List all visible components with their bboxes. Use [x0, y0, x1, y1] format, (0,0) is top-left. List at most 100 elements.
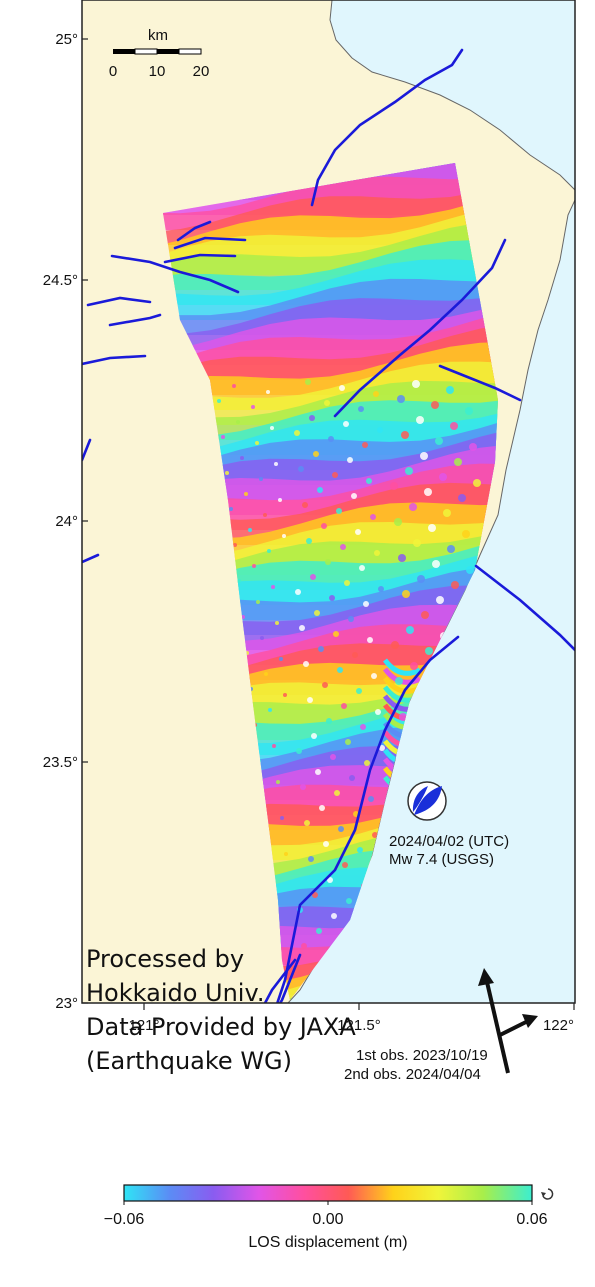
speckle: [305, 379, 311, 385]
speckle: [260, 636, 264, 640]
speckle: [432, 560, 440, 568]
speckle: [280, 816, 284, 820]
latitude-label: 23.5°: [43, 754, 78, 771]
speckle: [402, 590, 410, 598]
speckle: [351, 493, 357, 499]
speckle: [435, 437, 443, 445]
speckle: [405, 467, 413, 475]
event-magnitude: Mw 7.4 (USGS): [389, 851, 494, 868]
speckle: [367, 637, 373, 643]
speckle: [406, 626, 414, 634]
speckle: [284, 852, 288, 856]
speckle: [282, 534, 286, 538]
cycle-icon: [541, 1188, 554, 1200]
first-observation: 1st obs. 2023/10/19: [356, 1047, 488, 1064]
color-legend: −0.06 0.00 0.06 LOS displacement (m): [104, 1184, 554, 1251]
speckle: [417, 575, 425, 583]
speckle: [240, 456, 244, 460]
speckle: [399, 713, 407, 721]
speckle: [268, 708, 272, 712]
speckle: [374, 550, 380, 556]
speckle: [302, 502, 308, 508]
speckle: [318, 646, 324, 652]
latitude-label: 25°: [55, 31, 78, 48]
speckle: [356, 688, 362, 694]
speckle: [409, 503, 417, 511]
speckle: [332, 472, 338, 478]
speckle: [266, 390, 270, 394]
speckle: [344, 580, 350, 586]
speckle: [451, 581, 459, 589]
speckle: [346, 898, 352, 904]
speckle: [469, 443, 477, 451]
speckle: [362, 442, 368, 448]
speckle: [272, 744, 276, 748]
speckle: [236, 420, 240, 424]
speckle: [308, 856, 314, 862]
speckle: [401, 431, 409, 439]
speckle: [217, 399, 221, 403]
credit-line-3: Data Provided by JAXA: [86, 1013, 356, 1041]
speckle: [312, 892, 318, 898]
speckle: [221, 435, 225, 439]
speckle: [301, 943, 307, 949]
speckle: [428, 524, 436, 532]
speckle: [450, 422, 458, 430]
speckle: [368, 796, 374, 802]
speckle: [391, 641, 399, 649]
speckle: [379, 745, 385, 751]
speckle: [274, 462, 278, 466]
speckle: [355, 529, 361, 535]
speckle: [244, 492, 248, 496]
speckle: [439, 473, 447, 481]
speckle: [348, 616, 354, 622]
speckle: [309, 415, 315, 421]
speckle: [345, 739, 351, 745]
speckle: [347, 457, 353, 463]
latitude-label: 24.5°: [43, 272, 78, 289]
speckle: [413, 539, 421, 547]
speckle: [425, 647, 433, 655]
speckle: [373, 391, 379, 397]
speckle: [342, 862, 348, 868]
map-frame: [81, 0, 576, 1004]
speckle: [334, 790, 340, 796]
speckle: [447, 545, 455, 553]
speckle: [328, 436, 334, 442]
credit-line-2: Hokkaido Univ.: [86, 979, 264, 1007]
longitude-axis: 121°121.5°122°: [128, 1003, 575, 1034]
speckle: [271, 585, 275, 589]
speckle: [371, 673, 377, 679]
speckle: [317, 487, 323, 493]
speckle: [326, 718, 332, 724]
longitude-label: 122°: [543, 1017, 574, 1034]
speckle: [237, 579, 241, 583]
speckle: [330, 754, 336, 760]
speckle: [329, 595, 335, 601]
speckle: [436, 596, 444, 604]
second-observation: 2nd obs. 2024/04/04: [344, 1066, 481, 1083]
speckle: [331, 913, 337, 919]
speckle: [370, 514, 376, 520]
speckle: [295, 589, 301, 595]
speckle: [229, 507, 233, 511]
speckle: [454, 458, 462, 466]
speckle: [352, 652, 358, 658]
speckle: [255, 441, 259, 445]
speckle: [378, 586, 384, 592]
latitude-label: 23°: [55, 995, 78, 1012]
speckle: [339, 385, 345, 391]
speckle: [303, 661, 309, 667]
speckle: [279, 657, 283, 661]
speckle: [232, 384, 236, 388]
speckle: [252, 564, 256, 568]
speckle: [299, 625, 305, 631]
speckle: [465, 407, 473, 415]
speckle: [397, 395, 405, 403]
speckle: [327, 877, 333, 883]
speckle: [314, 610, 320, 616]
speckle: [366, 478, 372, 484]
speckle: [256, 600, 260, 604]
speckle: [267, 549, 271, 553]
